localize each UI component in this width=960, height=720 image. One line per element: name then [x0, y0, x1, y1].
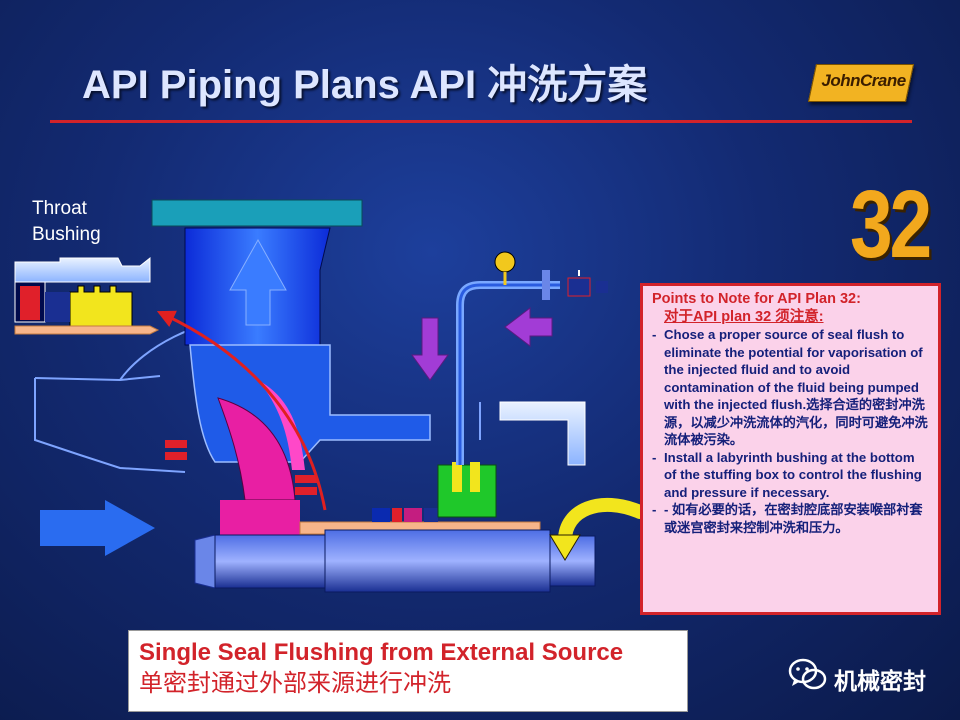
note-text: Install a labyrinth bushing at the botto…: [664, 449, 922, 500]
note-item-1: - Chose a proper source of seal flush to…: [652, 326, 930, 449]
page-title: API Piping Plans API 冲洗方案: [82, 63, 648, 107]
impeller-housing: [165, 344, 431, 540]
caption-en: Single Seal Flushing from External Sourc…: [139, 639, 624, 666]
note-dash: -: [652, 449, 657, 465]
notes-heading-cn: 对于API plan 32 须注意:: [664, 309, 824, 325]
pump-shaft: [194, 529, 596, 593]
seal-chamber: [299, 462, 541, 535]
flow-arrows: [40, 306, 647, 561]
note-text: - 如有必要的话，在密封腔底部安装喉部衬套或迷宫密封来控制冲洗和压力。: [664, 502, 923, 535]
throat-bushing-inset: [14, 256, 160, 335]
note-item-2: - Install a labyrinth bushing at the bot…: [652, 449, 930, 502]
suction-nozzle: [151, 199, 363, 346]
title-divider: [50, 120, 912, 123]
flush-piping: [456, 251, 608, 465]
note-dash: -: [652, 327, 657, 342]
wechat-icon: [788, 658, 827, 690]
diagram-caption: Single Seal Flushing from External Sourc…: [128, 630, 688, 712]
plan-number: 32: [850, 171, 932, 278]
notes-heading-en: Points to Note for API Plan 32:: [652, 291, 861, 307]
note-item-3: - - 如有必要的话，在密封腔底部安装喉部衬套或迷宫密封来控制冲洗和压力。: [652, 501, 930, 536]
note-text: Chose a proper source of seal flush to e…: [664, 327, 928, 447]
throat-bushing-label: Throat Bushing: [32, 196, 101, 248]
caption-cn: 单密封通过外部来源进行冲洗: [139, 670, 451, 697]
plan-notes-box: Points to Note for API Plan 32: 对于API pl…: [640, 283, 941, 615]
discharge-pipe: [479, 401, 586, 466]
watermark-text: 机械密封: [834, 668, 926, 694]
throat-label-line1: Throat: [32, 198, 87, 219]
note-dash: -: [652, 502, 657, 517]
throat-label-line2: Bushing: [32, 224, 101, 245]
